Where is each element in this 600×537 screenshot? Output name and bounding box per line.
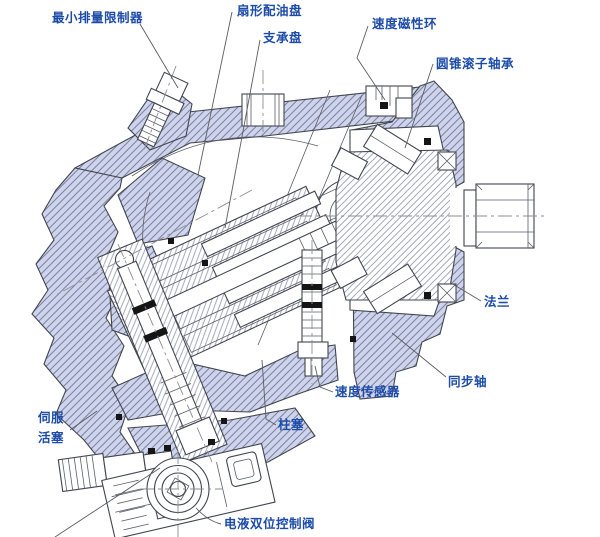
valve-spring [113, 479, 149, 531]
roller-line [370, 274, 415, 303]
roller [330, 255, 368, 290]
label-speed-sensor: 速度传感器 [335, 384, 400, 399]
screw-shank [136, 102, 172, 148]
sensor-collar [297, 341, 329, 359]
leader-fan-valve-plate [197, 11, 233, 176]
label-speed-magnetic-ring: 速度磁性环 [372, 16, 437, 31]
valve-fitting-inner [233, 458, 255, 480]
leader-min-displacement-limiter [139, 23, 179, 89]
label-electrohydraulic-valve: 电液双位控制阀 [224, 516, 315, 531]
limiter-screw [136, 71, 189, 148]
shaft-hub-assembly [330, 123, 466, 315]
valve-fitting [226, 451, 262, 487]
label-servo-piston-line1: 伺服 [37, 410, 64, 425]
tapered-roller-bottom [362, 263, 423, 315]
seal-cross-bottom [437, 283, 457, 303]
leader-lines [54, 11, 482, 537]
sensor-seal-band [302, 302, 322, 308]
servo-piston-part [97, 238, 228, 464]
tapered-roller-bottom-2 [330, 255, 368, 290]
tapered-roller-top [362, 123, 423, 175]
servo-seal [143, 326, 169, 343]
label-plunger: 柱塞 [278, 417, 304, 432]
label-tapered-roller-bearing: 圆锥滚子轴承 [436, 56, 514, 71]
ring-slots [375, 86, 399, 106]
leader-speed-magnetic-ring [356, 25, 386, 101]
leader-servo-piston [69, 410, 98, 431]
sensor-seal-band [302, 284, 322, 290]
leader-tapered-roller-bearing [404, 63, 434, 149]
leader-speed-sensor [314, 365, 334, 393]
roller [330, 147, 369, 181]
centerlines [53, 65, 548, 537]
leader-flange [450, 282, 482, 302]
roller-line [370, 135, 415, 164]
shaft-wall-bore [450, 188, 466, 246]
label-support-plate: 支承盘 [262, 30, 302, 45]
shaft-collar [463, 189, 477, 247]
yoke-wedge [117, 157, 206, 245]
sensor-hex-tip [304, 357, 323, 377]
speed-magnetic-ring-part [365, 85, 413, 119]
leader-electrohydraulic-valve [195, 507, 222, 525]
leader-synchronous-shaft [391, 332, 447, 378]
leader-bottom-left [54, 467, 161, 537]
label-min-displacement-limiter: 最小排量限制器 [52, 10, 143, 25]
servo-end-cap [175, 416, 220, 456]
label-synchronous-shaft: 同步轴 [448, 374, 487, 389]
servo-seal [131, 299, 157, 315]
servo-spring [160, 371, 205, 428]
label-servo-piston-line2: 活塞 [38, 430, 64, 445]
leader-support-plate [224, 39, 261, 229]
plug-threads [61, 455, 97, 491]
cap-square [166, 477, 190, 501]
leader-plunger [261, 359, 277, 426]
tapered-roller-top-2 [330, 147, 369, 181]
labels: 最小排量限制器 扇形配油盘 支承盘 速度磁性环 圆锥滚子轴承 法兰 同步轴 速度… [37, 3, 514, 531]
ring-step [395, 97, 413, 119]
label-fan-valve-plate: 扇形配油盘 [237, 3, 302, 18]
label-flange: 法兰 [484, 294, 510, 309]
seal-cross-top [437, 151, 457, 171]
screw-thread-lines [139, 108, 169, 144]
